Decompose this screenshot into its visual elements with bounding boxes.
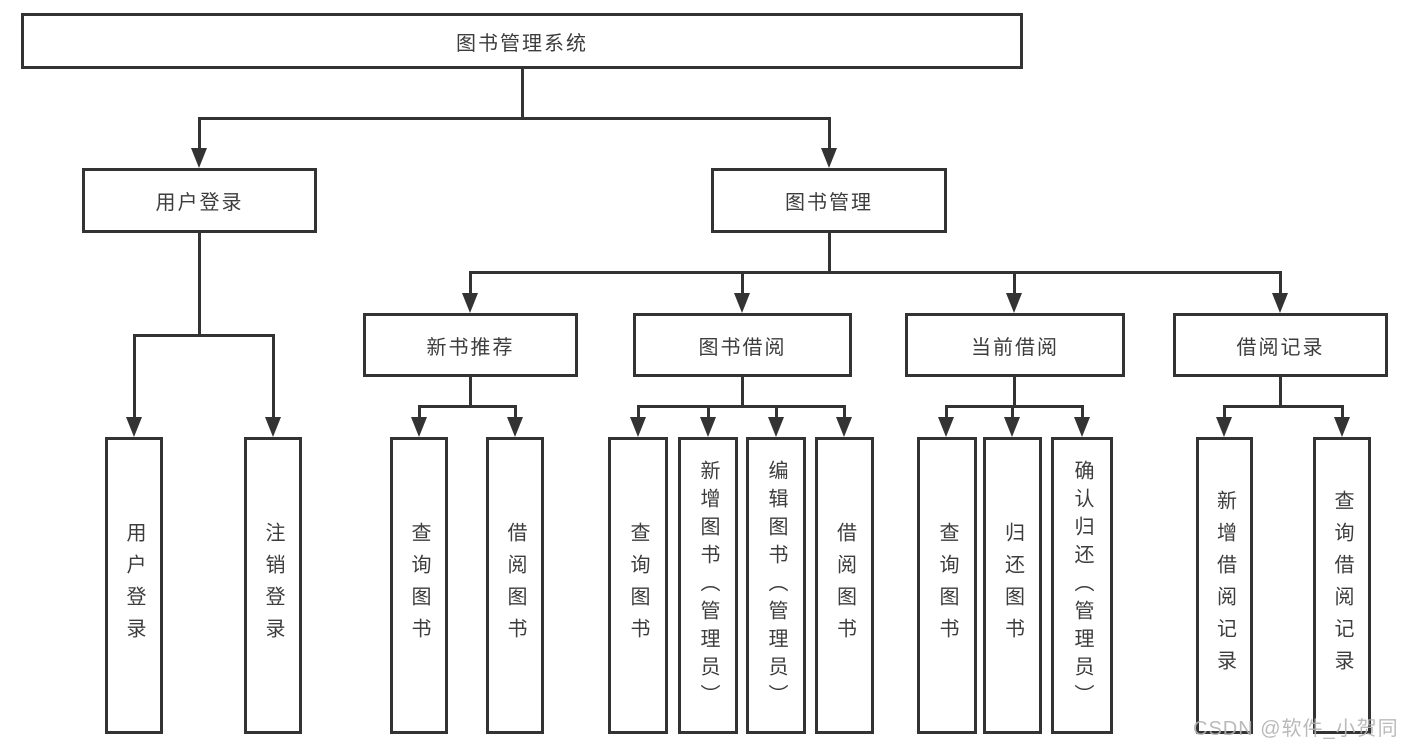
arrow-down-icon [265,417,281,437]
connector-line [775,405,778,418]
connector-line [1223,405,1226,418]
connector-line [514,405,517,418]
arrow-down-icon [938,417,954,437]
node-label: 注销登录 [262,521,284,650]
node-user-login: 用户登录 [82,168,317,233]
node-borrow-books-leaf: 借阅图书 [815,437,874,734]
node-label: 新增图书（管理员） [697,459,719,712]
node-logout-leaf: 注销登录 [244,437,302,734]
arrow-down-icon [836,417,852,437]
node-label: 借阅记录 [1236,336,1325,359]
connector-line [707,405,710,418]
node-label: 确认归还（管理员） [1071,459,1093,712]
arrow-down-icon [507,417,523,437]
connector-line [637,405,846,408]
connector-line [1223,405,1343,408]
connector-line [418,405,517,408]
arrow-down-icon [1334,417,1350,437]
connector-line [272,334,275,418]
connector-line [1279,377,1282,408]
arrow-down-icon [462,293,478,313]
connector-line [1279,271,1282,294]
connector-line [198,117,201,150]
arrow-down-icon [1272,293,1288,313]
node-label: 查询借阅记录 [1331,489,1353,682]
node-label: 借阅图书 [504,521,526,650]
connector-line [133,334,136,418]
connector-line [1013,377,1016,408]
node-edit-book-admin: 编辑图书（管理员） [746,437,806,734]
node-new-book-rec: 新书推荐 [363,313,578,377]
node-label: 用户登录 [123,521,145,650]
connector-line [418,405,421,418]
connector-line [198,233,201,337]
connector-line [945,405,1084,408]
node-root: 图书管理系统 [21,13,1023,69]
connector-line [198,117,831,120]
node-confirm-return-admin: 确认归还（管理员） [1051,437,1113,734]
connector-line [1081,405,1084,418]
node-root-label: 图书管理系统 [456,32,588,55]
watermark: CSDN @软件_小贺同学 [1193,718,1399,740]
connector-line [469,271,1282,274]
arrow-down-icon [768,417,784,437]
connector-line [945,405,948,418]
node-label: 查询图书 [408,521,430,650]
node-label: 当前借阅 [971,336,1059,359]
arrow-down-icon [734,293,750,313]
connector-line [469,377,472,408]
node-return-books: 归还图书 [983,437,1042,734]
arrow-down-icon [1006,293,1022,313]
node-label: 用户登录 [155,192,244,214]
node-book-mgmt: 图书管理 [711,168,947,233]
node-current-borrow: 当前借阅 [905,313,1125,377]
arrow-down-icon [1216,417,1232,437]
node-label: 图书管理 [785,192,873,214]
node-add-borrow-record: 新增借阅记录 [1196,437,1253,734]
connector-line [741,377,744,408]
node-query-books-rec: 查询图书 [390,437,448,734]
node-book-borrow: 图书借阅 [633,313,852,377]
node-label: 查询图书 [936,521,958,650]
node-label: 编辑图书（管理员） [765,459,787,712]
connector-line [637,405,640,418]
connector-line [521,68,524,120]
connector-line [1011,405,1014,418]
node-label: 借阅图书 [833,521,856,650]
connector-line [1341,405,1344,418]
node-add-book-admin: 新增图书（管理员） [678,437,738,734]
arrow-down-icon [126,417,142,437]
node-borrow-books-rec: 借阅图书 [486,437,544,734]
connector-line [133,334,275,337]
arrow-down-icon [1074,417,1090,437]
node-label: 查询图书 [627,521,649,650]
arrow-down-icon [191,148,207,168]
connector-line [828,117,831,150]
arrow-down-icon [1004,417,1020,437]
node-borrow-records: 借阅记录 [1173,313,1388,377]
connector-line [1013,271,1016,294]
node-label: 图书借阅 [698,336,787,359]
arrow-down-icon [821,148,837,168]
arrow-down-icon [411,417,427,437]
node-user-login-leaf: 用户登录 [105,437,163,734]
connector-line [741,271,744,294]
node-label: 归还图书 [1001,521,1024,650]
arrow-down-icon [630,417,646,437]
connector-line [828,233,831,274]
connector-line [843,405,846,418]
node-query-books-current: 查询图书 [917,437,977,734]
connector-line [469,271,472,294]
node-query-borrow-record: 查询借阅记录 [1313,437,1371,734]
node-query-books-borrow: 查询图书 [608,437,668,734]
node-label: 新书推荐 [426,336,515,359]
arrow-down-icon [700,417,716,437]
node-label: 新增借阅记录 [1213,489,1236,682]
